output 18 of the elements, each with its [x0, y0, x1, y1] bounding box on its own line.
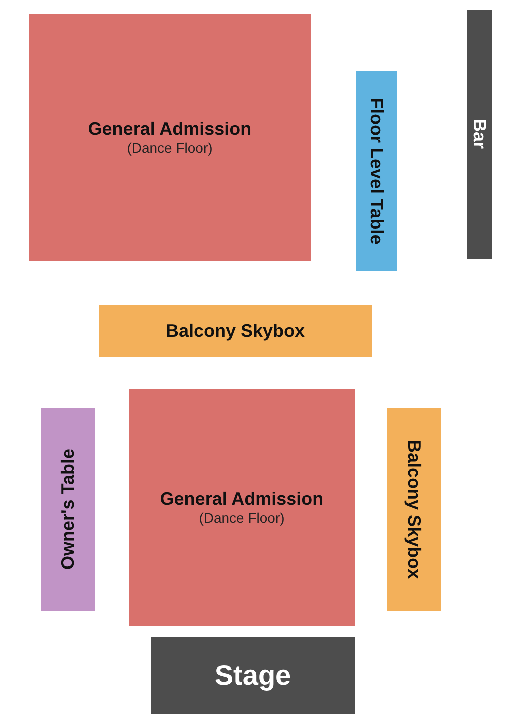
- section-label: Bar: [469, 119, 490, 150]
- section-label: Balcony Skybox: [404, 440, 424, 580]
- section-sublabel: (Dance Floor): [199, 510, 285, 526]
- bar-area: [467, 10, 492, 259]
- section-label: Balcony Skybox: [166, 320, 306, 342]
- seating-section: [356, 71, 397, 271]
- section-label: Owner's Table: [58, 449, 78, 570]
- seating-section: [99, 305, 372, 357]
- section-label: Stage: [214, 660, 292, 692]
- seating-section: [387, 408, 441, 611]
- section-label: Floor Level Table: [366, 98, 387, 244]
- section-label: General Admission: [88, 119, 252, 140]
- stage-block: [151, 637, 355, 714]
- seating-section: [129, 389, 355, 626]
- section-label: General Admission: [160, 489, 324, 510]
- seating-section: [41, 408, 95, 611]
- seating-section: [29, 14, 311, 261]
- section-sublabel: (Dance Floor): [127, 140, 213, 156]
